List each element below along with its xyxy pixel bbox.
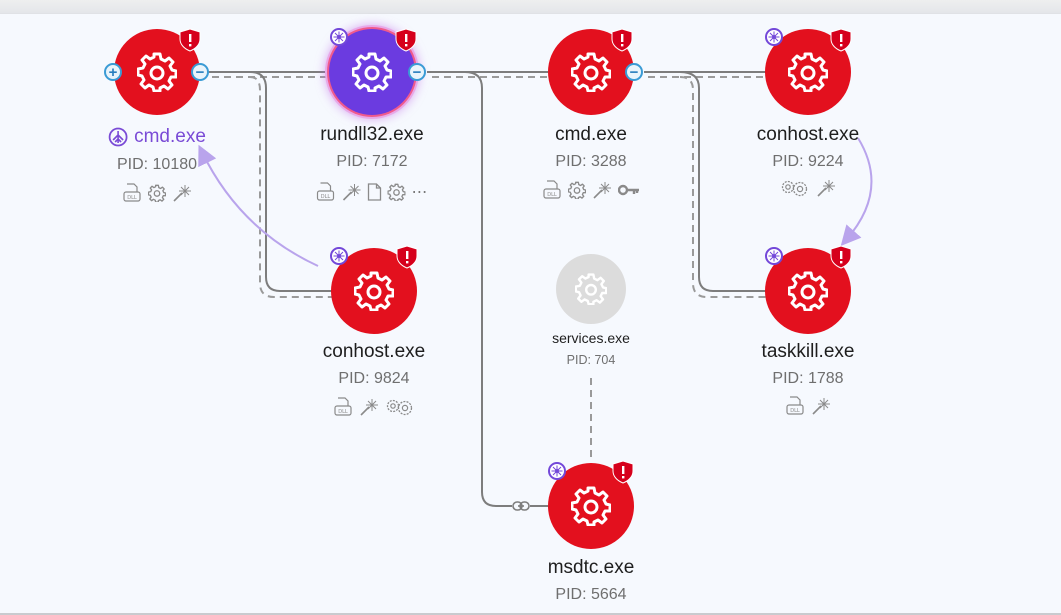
- process-name: cmd.exe: [108, 126, 206, 148]
- shield-alert-icon: [830, 28, 852, 52]
- malware-badge-icon: [330, 247, 348, 265]
- process-circle-inactive[interactable]: [556, 254, 626, 324]
- process-name: conhost.exe: [756, 124, 860, 145]
- edge-cmd3288-taskkill-dashed: [679, 76, 766, 298]
- root-process-icon: [108, 127, 128, 147]
- arrow-conhost9824-to-cmd10180: [198, 144, 319, 267]
- key-icon[interactable]: [618, 184, 640, 196]
- wand-icon[interactable]: [592, 180, 612, 200]
- process-icon-row: [333, 397, 415, 417]
- shield-alert-icon: [395, 28, 417, 52]
- process-icon-row: [122, 183, 192, 203]
- process-icon-row: ⋯: [316, 182, 429, 202]
- more-icon[interactable]: ⋯: [411, 184, 429, 201]
- shield-alert-icon: [612, 460, 634, 484]
- gear-icon: [137, 52, 177, 92]
- dll-icon[interactable]: [542, 180, 562, 200]
- malware-badge-icon: [330, 28, 348, 46]
- gears-icon[interactable]: [780, 179, 810, 197]
- gear-icon: [352, 52, 392, 92]
- wand-icon[interactable]: [342, 182, 362, 202]
- wand-icon[interactable]: [811, 396, 831, 416]
- process-name: cmd.exe: [555, 124, 627, 145]
- process-pid: PID: 5664: [555, 586, 627, 603]
- gear-icon: [788, 271, 828, 311]
- edge-rundll32-msdtc: [464, 71, 512, 507]
- process-pid: PID: 9824: [338, 370, 410, 387]
- gear-icon: [571, 52, 611, 92]
- process-pid: PID: 1788: [772, 370, 844, 387]
- bottom-border: [0, 613, 1061, 615]
- dll-icon[interactable]: [333, 397, 353, 417]
- process-pid: PID: 10180: [116, 156, 198, 173]
- malware-badge-icon: [765, 247, 783, 265]
- collapse-toggle-button[interactable]: −: [625, 63, 643, 81]
- wand-icon[interactable]: [816, 178, 836, 198]
- process-name: rundll32.exe: [320, 124, 424, 145]
- shield-alert-icon: [179, 28, 201, 52]
- file-icon[interactable]: [367, 183, 382, 201]
- process-name: conhost.exe: [322, 341, 426, 362]
- shield-alert-icon: [611, 28, 633, 52]
- dll-icon[interactable]: [785, 396, 805, 416]
- wand-icon[interactable]: [359, 397, 379, 417]
- expand-toggle-button[interactable]: +: [104, 63, 122, 81]
- process-name-text: cmd.exe: [134, 126, 206, 147]
- collapse-toggle-button[interactable]: −: [408, 63, 426, 81]
- shield-alert-icon: [830, 245, 852, 269]
- gear-icon: [575, 273, 607, 305]
- dll-icon[interactable]: [316, 182, 336, 202]
- process-icon-row: [542, 180, 640, 200]
- process-pid: PID: 3288: [555, 153, 627, 170]
- process-name: msdtc.exe: [547, 557, 635, 578]
- link-icon: [512, 501, 530, 511]
- process-name: services.exe: [552, 330, 630, 346]
- process-icon-row: [785, 396, 831, 416]
- collapse-toggle-button[interactable]: −: [191, 63, 209, 81]
- gears-icon[interactable]: [385, 398, 415, 416]
- edge-cmd3288-taskkill: [679, 71, 766, 292]
- process-pid: PID: 704: [566, 353, 616, 367]
- gear-icon: [788, 52, 828, 92]
- malware-badge-icon: [548, 462, 566, 480]
- shield-alert-icon: [396, 245, 418, 269]
- dll-icon[interactable]: [122, 183, 142, 203]
- process-pid: PID: 9224: [772, 153, 844, 170]
- malware-badge-icon: [765, 28, 783, 46]
- process-name: taskkill.exe: [761, 341, 855, 362]
- gear-icon: [571, 486, 611, 526]
- arrow-conhost9224-to-taskkill: [840, 137, 873, 247]
- top-toolbar-strip: [0, 0, 1061, 14]
- process-icon-row: [780, 178, 836, 198]
- wand-icon[interactable]: [172, 183, 192, 203]
- gear-icon[interactable]: [568, 181, 586, 199]
- gear-icon: [354, 271, 394, 311]
- gear-icon[interactable]: [148, 184, 166, 202]
- gear-icon[interactable]: [388, 183, 406, 201]
- process-pid: PID: 7172: [336, 153, 408, 170]
